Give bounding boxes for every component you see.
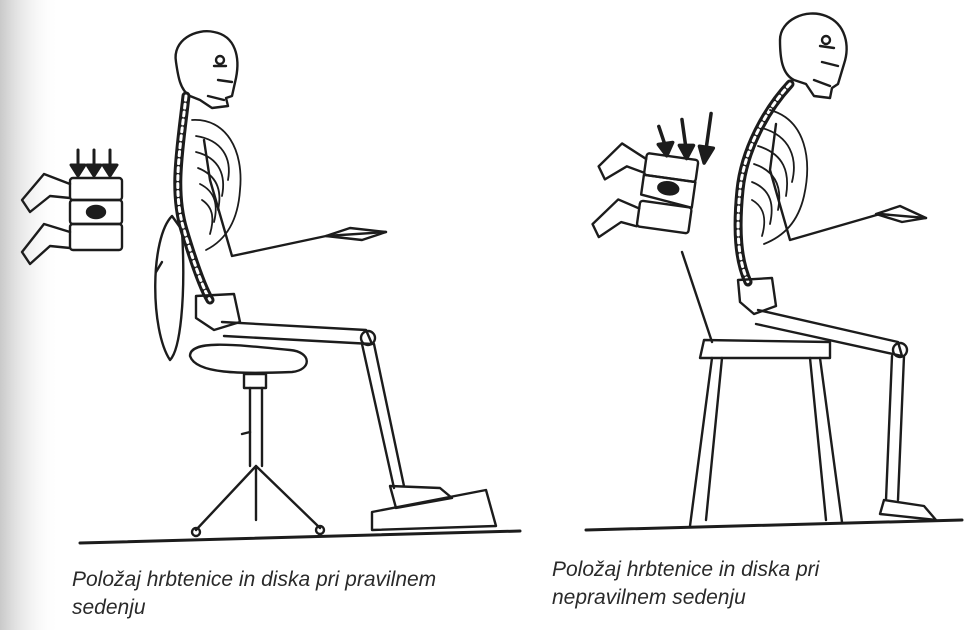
caption-correct-sitting: Položaj hrbtenice in diska pri pravilnem… [72,566,532,622]
chair-seat-correct [190,345,307,373]
pelvis-correct [196,294,240,330]
foot-incorrect [880,500,936,520]
shin-correct [362,344,404,488]
floor-line-right [586,520,962,530]
chair-base [196,466,320,530]
correct-posture-figure [22,31,520,543]
disc-diagram-incorrect [589,99,718,251]
incorrect-posture-figure [586,13,962,530]
ergonomic-backrest [155,216,183,360]
floor-line-left [80,531,520,543]
thigh-correct [222,322,372,344]
simple-backrest [682,252,712,342]
caption-incorrect-sitting: Položaj hrbtenice in diska pri nepraviln… [552,556,952,612]
nucleus [87,206,105,218]
upper-vertebra [70,178,122,200]
displaced-nucleus [658,181,679,196]
footrest [372,490,496,530]
caption-correct-line2: sedenju [72,594,532,622]
foot-correct [390,486,452,508]
spine-incorrect [738,84,790,282]
caption-correct-line1: Položaj hrbtenice in diska pri pravilnem [72,566,532,594]
rib-cage-correct [192,120,241,250]
pressure-arrows-correct [71,150,117,176]
lower-vertebra [70,224,122,250]
shin-incorrect [886,356,904,500]
caption-incorrect-line2: nepravilnem sedenju [552,584,952,612]
page-shadow [0,0,60,630]
caption-incorrect-line1: Položaj hrbtenice in diska pri [552,556,952,584]
chair-seat-incorrect [700,340,830,358]
chair-legs [690,358,842,526]
chair-hub [244,374,266,388]
